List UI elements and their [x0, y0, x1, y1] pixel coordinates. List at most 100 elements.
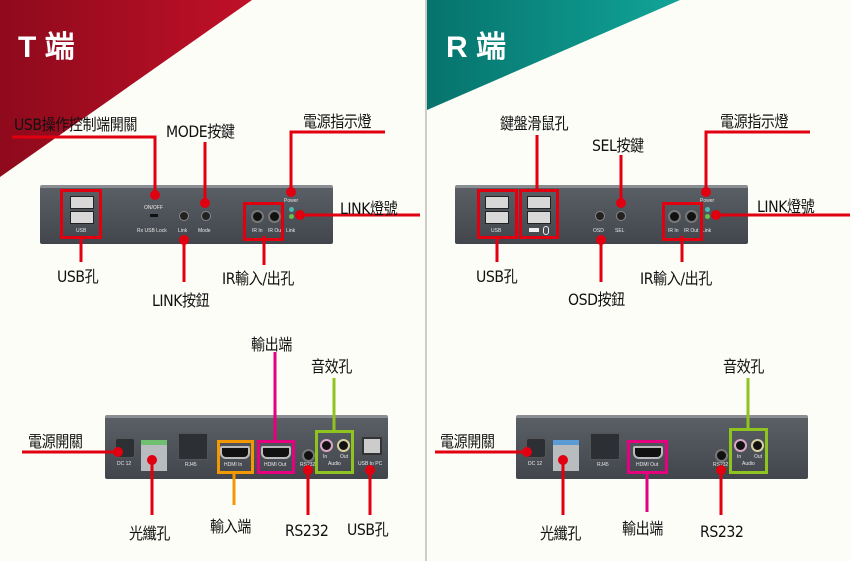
audio-label: Audio: [328, 461, 341, 467]
ir-out-label: IR Out: [684, 228, 699, 234]
usb-switch-callout: USB操作控制端開關: [14, 115, 138, 134]
rs232-jack: [302, 449, 315, 462]
rj45-label: RJ45: [185, 462, 197, 468]
link-led-label: Link: [286, 228, 296, 234]
output-callout: 輸出端: [251, 335, 292, 354]
power-led-callout: 電源指示燈: [303, 112, 372, 131]
hdmi-in-port: [220, 446, 250, 459]
hdmi-out-label: HDMI Out: [636, 462, 659, 468]
hdmi-out-highlight: [257, 440, 295, 474]
usb-lock-switch[interactable]: [150, 214, 158, 217]
dc-jack: [115, 438, 135, 458]
fiber-port: [553, 440, 579, 471]
link-led: [705, 214, 710, 219]
audio-callout: 音效孔: [723, 357, 764, 376]
ir-in-label: IR In: [668, 228, 679, 234]
mouse-usb-port: [527, 211, 551, 224]
power-switch-callout: 電源開關: [440, 432, 495, 451]
fiber-callout: 光纖孔: [129, 524, 170, 543]
link-led-callout: LINK燈號: [340, 199, 398, 218]
power-label: Power: [284, 198, 299, 204]
hdmi-out-port: [633, 446, 663, 459]
power-led-callout: 電源指示燈: [720, 112, 789, 131]
dc-label: DC 12: [117, 461, 132, 467]
usb-callout: USB孔: [57, 267, 99, 286]
input-callout: 輸入端: [210, 517, 251, 536]
usb-highlight: [60, 189, 102, 239]
fiber-port: [141, 440, 167, 471]
ir-out-label: IR Out: [268, 228, 283, 234]
power-label: Power: [700, 198, 715, 204]
rj45-label: RJ45: [597, 462, 609, 468]
r-title-banner: [427, 0, 680, 110]
usb-label: USB: [491, 228, 502, 234]
fiber-callout: 光纖孔: [540, 524, 581, 543]
keyboard-usb-port: [527, 196, 551, 209]
usb-port: [485, 211, 509, 224]
mode-button[interactable]: [201, 211, 211, 221]
hdmi-out-label: HDMI Out: [264, 462, 287, 468]
t-title-banner: [0, 0, 252, 177]
rx-usb-lock-label: Rx USB Lock: [137, 228, 167, 234]
link-led: [289, 214, 294, 219]
link-label: Link: [178, 228, 188, 234]
audio-label: Audio: [742, 461, 755, 467]
kb-mouse-callout: 鍵盤滑鼠孔: [500, 114, 569, 133]
hdmi-out-port: [261, 446, 291, 459]
audio-out-jack: [337, 439, 350, 452]
osd-label: OSD: [593, 228, 604, 234]
on-off-label: ON/OFF: [144, 205, 163, 211]
mouse-icon: [543, 226, 549, 235]
link-button[interactable]: [179, 211, 189, 221]
audio-out-label: Out: [340, 454, 349, 460]
osd-button[interactable]: [595, 211, 605, 221]
ir-in-label: IR In: [252, 228, 263, 234]
rs232-label: RS232: [300, 462, 316, 468]
ir-out-jack: [685, 210, 698, 223]
rj45-port: [178, 433, 208, 460]
power-led: [705, 207, 710, 212]
rs232-callout: RS232: [285, 521, 329, 540]
usb-to-pc-label: USB to PC: [358, 461, 383, 467]
keyboard-icon: [529, 228, 539, 232]
output-callout: 輸出端: [622, 519, 663, 538]
sel-label: SEL: [615, 228, 625, 234]
osd-callout: OSD按鈕: [568, 290, 625, 309]
usb-pc-callout: USB孔: [347, 520, 389, 539]
power-led: [289, 207, 294, 212]
link-led-label: Link: [702, 228, 712, 234]
usb-label: USB: [76, 228, 87, 234]
rs232-label: RS232: [713, 462, 729, 468]
audio-out-jack: [751, 439, 764, 452]
mode-label: Mode: [198, 228, 211, 234]
audio-callout: 音效孔: [311, 357, 352, 376]
audio-out-label: Out: [754, 454, 763, 460]
ir-callout: IR輸入/出孔: [222, 269, 294, 288]
usb-port: [70, 211, 94, 224]
dc-label: DC 12: [528, 461, 543, 467]
audio-highlight: [729, 428, 768, 474]
ir-callout: IR輸入/出孔: [640, 269, 712, 288]
hdmi-in-highlight: [217, 440, 254, 474]
kb-mouse-highlight: [519, 189, 559, 239]
ir-out-jack: [268, 210, 281, 223]
audio-in-label: In: [737, 454, 742, 460]
mode-callout: MODE按鍵: [166, 122, 235, 141]
link-button-callout: LINK按鈕: [152, 291, 210, 310]
power-switch-callout: 電源開關: [28, 432, 83, 451]
r-side-title: R 端: [446, 31, 506, 64]
t-side-title: T 端: [18, 31, 75, 64]
hdmi-out-highlight: [627, 440, 668, 474]
usb-callout: USB孔: [476, 267, 518, 286]
ir-highlight: [243, 202, 284, 241]
usb-port: [70, 196, 94, 209]
audio-highlight: [315, 430, 354, 474]
usb-b-port: [362, 437, 382, 455]
hdmi-in-label: HDMI In: [224, 462, 243, 468]
usb-highlight: [477, 189, 518, 239]
ir-highlight: [662, 202, 703, 241]
sel-button[interactable]: [616, 211, 626, 221]
rs232-jack: [715, 449, 728, 462]
audio-in-label: In: [323, 454, 328, 460]
